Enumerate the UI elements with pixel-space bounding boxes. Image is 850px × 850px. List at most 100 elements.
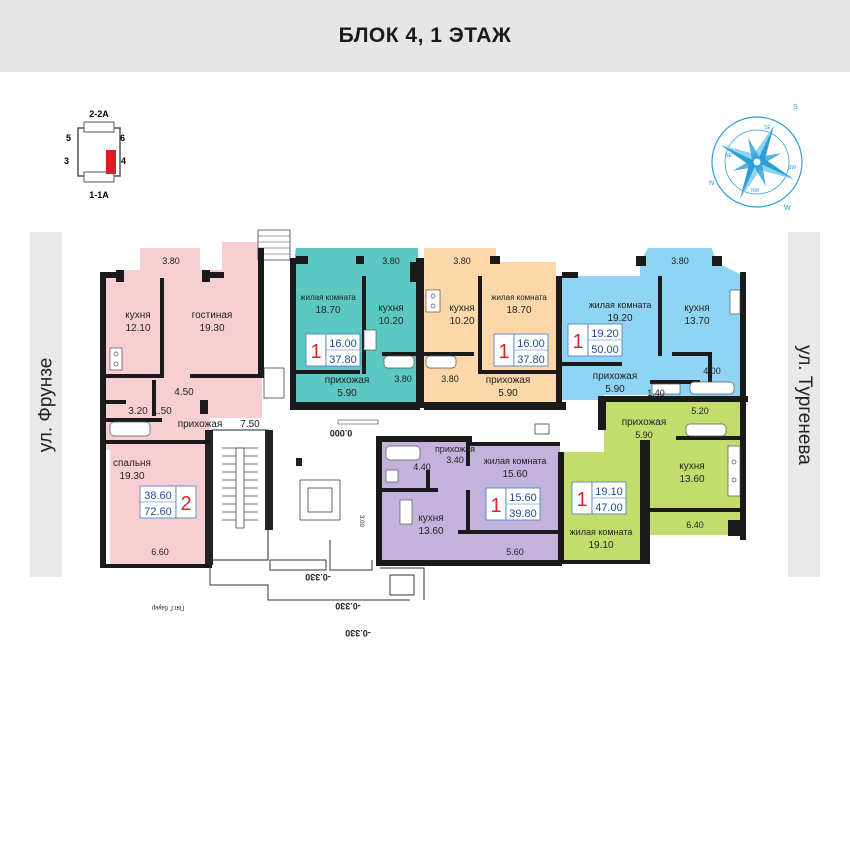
- room-count: 1: [576, 489, 587, 511]
- room-name: жилая комната: [589, 300, 652, 310]
- room-area: 13.60: [418, 526, 443, 537]
- elevation-mark: -0.330: [335, 601, 361, 611]
- compass-letter: SW: [788, 165, 796, 171]
- room-name: прихожая: [178, 419, 223, 430]
- compass-letter: SE: [764, 125, 771, 131]
- room-count: 1: [310, 341, 321, 363]
- room-name: прихожая: [593, 371, 638, 382]
- compass-icon: N SE S SW W NW NE: [709, 104, 803, 212]
- walls: [100, 248, 748, 568]
- room-area: 3.20: [128, 406, 148, 417]
- room-area: 12.10: [125, 323, 150, 334]
- room-area: 5.90: [605, 384, 625, 395]
- compass-letter: W: [784, 205, 791, 212]
- compass-letter: N: [709, 180, 714, 187]
- room-area: 18.70: [506, 305, 531, 316]
- living-area: 38.60: [144, 490, 172, 502]
- misc-label: Пят.Г бауер: [151, 604, 184, 610]
- compass-letter: NW: [751, 188, 760, 194]
- room-area: 19.30: [199, 323, 224, 334]
- total-area: 37.80: [329, 354, 357, 366]
- room-area: 1.50: [152, 406, 172, 417]
- living-area: 15.60: [509, 492, 537, 504]
- room-name: жилая комната: [484, 456, 547, 466]
- room-name: прихожая: [435, 444, 475, 454]
- key-plan-top: 2-2А: [89, 109, 109, 119]
- room-area: 19.10: [588, 540, 613, 551]
- room-name: прихожая: [486, 375, 531, 386]
- room-area: 4.00: [703, 366, 721, 376]
- living-area: 19.20: [591, 328, 619, 340]
- room-count: 1: [572, 331, 583, 353]
- room-area: 3.80: [382, 256, 400, 266]
- key-plan-left-bottom: 3: [64, 156, 69, 166]
- room-area: 3.80: [162, 256, 180, 266]
- apartment-info-boxes: 38.60 72.60 2 1 16.00 37.80 1 16.00 37.8…: [139, 323, 627, 521]
- room-area: 5.20: [691, 406, 709, 416]
- room-count: 2: [180, 493, 191, 515]
- key-plan-right-top: 6: [120, 133, 125, 143]
- compass-letter: S: [793, 104, 798, 111]
- room-area: 3.80: [453, 256, 471, 266]
- room-area: 13.70: [684, 316, 709, 327]
- room-name: кухня: [378, 303, 403, 314]
- total-area: 39.80: [509, 508, 537, 520]
- room-area: 5.90: [498, 388, 518, 399]
- room-name: кухня: [684, 303, 709, 314]
- elevation-mark: -0.330: [345, 628, 371, 638]
- room-area: 18.70: [315, 305, 340, 316]
- total-area: 50.00: [591, 344, 619, 356]
- room-area: 10.20: [378, 316, 403, 327]
- key-plan-right-bottom: 4: [121, 156, 126, 166]
- page-header: БЛОК 4, 1 ЭТАЖ: [0, 0, 850, 72]
- total-area: 37.80: [517, 354, 545, 366]
- apartment-2room[interactable]: [102, 242, 262, 565]
- fixtures: [109, 289, 741, 525]
- room-name: жилая комната: [300, 293, 356, 302]
- room-count: 1: [498, 341, 509, 363]
- key-plan-left-top: 5: [66, 133, 71, 143]
- room-area: 13.60: [679, 474, 704, 485]
- room-area: 5.60: [506, 547, 524, 557]
- room-area: 4.40: [413, 462, 431, 472]
- room-area: 1.40: [647, 388, 665, 398]
- room-name: кухня: [449, 303, 474, 314]
- key-plan-bottom: 1-1А: [89, 190, 109, 200]
- room-area: 4.50: [174, 387, 194, 398]
- key-plan-highlight: [106, 150, 116, 174]
- room-name: кухня: [418, 513, 443, 524]
- stairwell: [205, 229, 550, 565]
- street-label-left: ул. Фрунзе: [30, 232, 62, 577]
- room-name: спальня: [113, 458, 151, 469]
- elevation-mark: -0.330: [305, 572, 331, 582]
- room-count: 1: [490, 495, 501, 517]
- room-area: 3.80: [441, 374, 459, 384]
- room-area: 3.80: [671, 256, 689, 266]
- living-area: 16.00: [517, 338, 545, 350]
- misc-label: 3.00: [358, 515, 364, 527]
- room-name: жилая комната: [491, 293, 547, 302]
- room-name: прихожая: [325, 375, 370, 386]
- page-title: БЛОК 4, 1 ЭТАЖ: [338, 24, 512, 47]
- key-plan: 2-2А 1-1А 5 3 6 4: [64, 109, 126, 200]
- room-area: 6.40: [686, 520, 704, 530]
- room-area: 7.50: [240, 419, 260, 430]
- room-area: 5.90: [337, 388, 357, 399]
- room-name: кухня: [125, 310, 150, 321]
- room-area: 10.20: [449, 316, 474, 327]
- room-area: 19.20: [607, 313, 632, 324]
- room-area: 6.60: [151, 547, 169, 557]
- living-area: 19.10: [595, 486, 623, 498]
- total-area: 72.60: [144, 506, 172, 518]
- room-area: 3.80: [394, 374, 412, 384]
- total-area: 47.00: [595, 502, 623, 514]
- room-name: кухня: [679, 461, 704, 472]
- room-name: жилая комната: [570, 527, 633, 537]
- room-area: 15.60: [502, 469, 527, 480]
- room-area: 19.30: [119, 471, 144, 482]
- entrance-porch: [209, 540, 425, 601]
- elevation-marks: 0.000 -0.330 -0.330 -0.330 3.00 Пят.Г ба…: [151, 428, 371, 638]
- room-area: 3.40: [446, 455, 464, 465]
- street-label-right: ул. Тургенева: [788, 232, 820, 577]
